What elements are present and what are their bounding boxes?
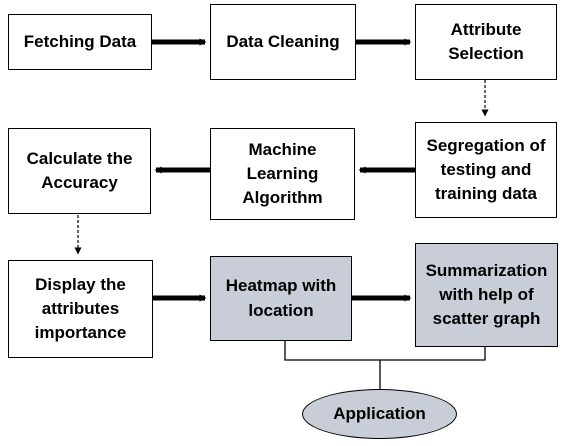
node-ml-algorithm: Machine Learning Algorithm: [210, 128, 355, 220]
node-calculate-accuracy: Calculate the Accuracy: [8, 128, 151, 214]
node-application: Application: [302, 389, 457, 439]
node-attribute-selection: Attribute Selection: [415, 4, 557, 80]
node-segregation: Segregation of testing and training data: [415, 122, 557, 218]
node-summarization: Summarization with help of scatter graph: [415, 243, 558, 347]
node-data-cleaning: Data Cleaning: [210, 4, 356, 80]
connector-to-application: [284, 341, 486, 361]
node-heatmap: Heatmap with location: [210, 256, 352, 341]
node-fetching-data: Fetching Data: [8, 14, 152, 70]
node-attributes-importance: Display the attributes importance: [8, 260, 153, 358]
